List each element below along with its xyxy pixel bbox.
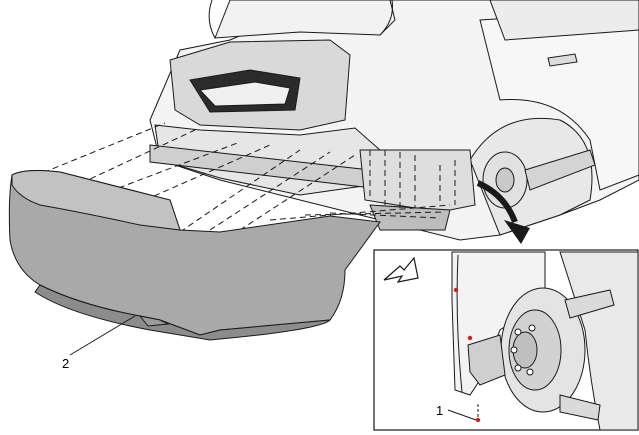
callout-2-label: 2 [62,356,69,371]
bumper-top-edge [11,170,181,231]
bumper-lower-shade [34,284,332,341]
lower-rear-panel [359,149,476,213]
suspension-arm [524,149,596,191]
trunk-liner [198,81,291,107]
align-line-7 [239,154,356,231]
door-handle [547,53,578,67]
detail-brake-rotor [500,287,586,413]
align-line-5 [179,149,301,233]
liner-edge [456,254,463,393]
lug-4 [526,368,534,376]
lug-5 [528,324,536,332]
lug-1 [514,328,522,336]
callout-1-label: 1 [436,403,443,418]
callout-1: 1 [436,403,477,421]
trunk-lid-hinge-left [208,0,216,39]
align-line-9 [304,211,446,216]
fastener-2 [467,335,473,341]
detail-pointer-arrow-icon [476,180,530,244]
rear-door [479,9,639,191]
align-line-2 [44,129,196,201]
align-line-10 [329,212,441,219]
vehicle-rear-body [149,0,639,241]
hub-main [495,167,515,193]
suspension-link [564,289,615,319]
bumper-exhaust-cutout [138,315,170,327]
fastener-1 [453,287,459,293]
callout-2-leader [69,315,136,356]
brake-caliper [467,334,506,386]
align-line-3 [99,141,241,196]
liner-fasteners [453,287,481,423]
align-line-6 [209,151,331,231]
lower-control-arm [559,394,601,421]
align-line-8 [269,204,451,221]
view-direction-arrow-icon [383,256,419,283]
callout-1-leader [447,409,477,421]
trunk-lid-hinge-right [379,0,393,36]
trunk-lid [214,0,396,39]
detail-inset [373,249,639,431]
align-line-4 [144,144,271,201]
lug-3 [514,364,522,372]
rear-window [489,0,639,41]
lug-2 [510,346,518,354]
rear-bumper-fascia [8,170,381,341]
fastener-3 [475,417,481,423]
callout-2: 2 [62,315,136,371]
